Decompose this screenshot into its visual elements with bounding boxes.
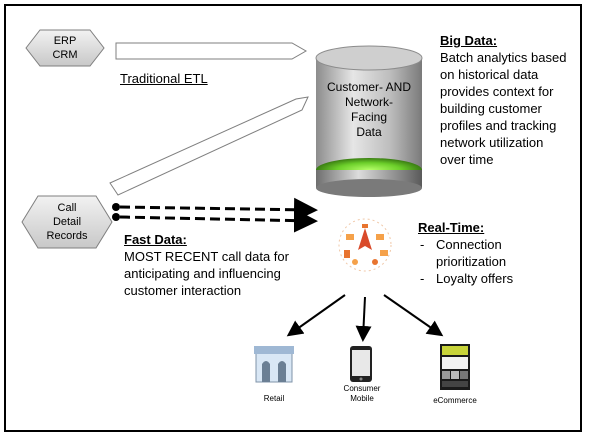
erp-text: ERP (53, 35, 77, 47)
ecommerce-page-icon (440, 344, 470, 390)
database-line-4: Data (356, 125, 382, 139)
big-data-line-3: provides context for (440, 84, 554, 99)
ecommerce-label: eCommerce (433, 396, 477, 405)
database-line-2: Network- (344, 95, 393, 109)
real-time-cluster-icon (338, 218, 392, 272)
consumer-mobile-label: Consumer Mobile (343, 384, 381, 403)
fast-data-arrows (112, 197, 318, 233)
database-line-1: Customer- AND (326, 80, 412, 94)
traditional-etl-label: Traditional ETL (120, 71, 208, 86)
real-time-block: Real-Time: Connection prioritization Loy… (418, 219, 513, 287)
fast-data-line-2: anticipating and influencing (124, 266, 281, 281)
mobile-phone-icon (350, 346, 372, 382)
database-label: Customer- AND Network- Facing Data (318, 80, 420, 140)
erp-crm-hexagon (25, 29, 105, 67)
big-data-block: Big Data: Batch analytics based on histo… (440, 32, 566, 168)
big-data-line-5: profiles and tracking (440, 118, 557, 133)
arrow-to-mobile (355, 296, 372, 342)
fast-data-line-3: customer interaction (124, 283, 242, 298)
fast-data-block: Fast Data: MOST RECENT call data for ant… (124, 231, 289, 299)
retail-label: Retail (263, 394, 285, 403)
real-time-item-connection: Connection prioritization (418, 236, 513, 270)
storefront-icon (254, 346, 294, 383)
call-detail-records-label: Call Detail Records (38, 201, 96, 243)
real-time-list: Connection prioritization Loyalty offers (418, 236, 513, 287)
big-data-line-4: building customer (440, 101, 542, 116)
cdr-line-3: Records (46, 230, 88, 242)
cdr-line-1: Call (57, 202, 77, 214)
etl-arrow (115, 42, 308, 60)
big-data-title: Big Data: (440, 33, 498, 48)
real-time-item-loyalty: Loyalty offers (418, 270, 513, 287)
cdr-line-2: Detail (52, 216, 82, 228)
fast-data-line-1: MOST RECENT call data for (124, 249, 289, 264)
crm-text: CRM (52, 49, 78, 61)
erp-crm-label: ERP CRM (40, 34, 90, 62)
big-data-line-7: over time (440, 152, 494, 167)
call-detail-records-hexagon (21, 195, 113, 249)
real-time-title: Real-Time: (418, 220, 485, 235)
arrow-to-retail (286, 294, 346, 337)
fast-data-title: Fast Data: (124, 232, 187, 247)
arrow-to-ecommerce (383, 294, 444, 337)
big-data-line-6: network utilization (440, 135, 544, 150)
big-data-line-2: on historical data (440, 67, 539, 82)
database-cylinder (315, 45, 423, 197)
cdr-to-database-arrow (109, 96, 309, 196)
big-data-line-1: Batch analytics based (440, 50, 567, 65)
database-line-3: Facing (350, 110, 388, 124)
